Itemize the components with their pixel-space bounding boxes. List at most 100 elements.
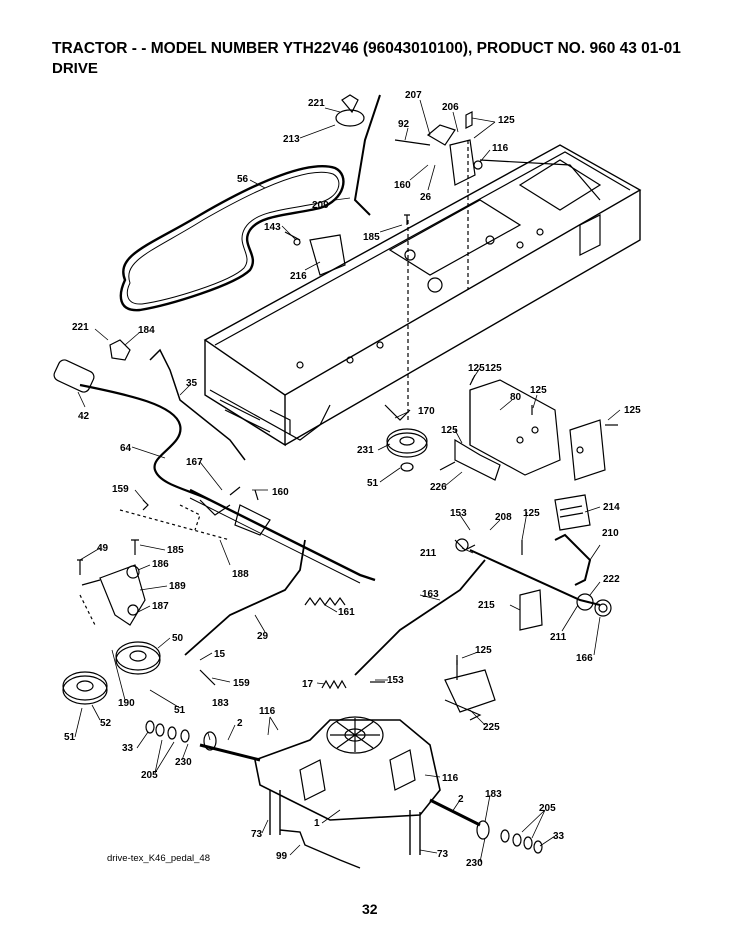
callout-161: 161 (338, 607, 355, 618)
callout-210: 210 (602, 528, 619, 539)
callout-51b: 51 (174, 705, 186, 716)
callout-125f: 125 (523, 508, 540, 519)
transaxle (199, 716, 481, 855)
callout-153: 153 (450, 508, 467, 519)
left-axle-hardware (145, 720, 217, 751)
callout-92: 92 (398, 119, 410, 130)
callout-labels: 221 213 207 206 92 125 116 56 160 26 209… (64, 90, 641, 869)
callout-33: 33 (122, 743, 134, 754)
callout-205b: 205 (539, 803, 556, 814)
callout-153b: 153 (387, 675, 404, 686)
pulley-231 (384, 404, 428, 472)
callout-225: 225 (483, 722, 500, 733)
callout-216: 216 (290, 271, 307, 282)
callout-187: 187 (152, 601, 169, 612)
callout-160b: 160 (272, 487, 289, 498)
callout-231: 231 (357, 445, 374, 456)
callout-166: 166 (576, 653, 593, 664)
callout-221b: 221 (72, 322, 89, 333)
callout-190: 190 (118, 698, 135, 709)
callout-185: 185 (363, 232, 380, 243)
callout-186: 186 (152, 559, 169, 570)
callout-52: 52 (100, 718, 112, 729)
callout-159: 159 (112, 484, 129, 495)
callout-125: 125 (498, 115, 515, 126)
callout-50: 50 (172, 633, 184, 644)
callout-230: 230 (175, 757, 192, 768)
pedal-bracket-80 (454, 379, 606, 481)
section-subtitle: DRIVE (52, 60, 98, 77)
callout-170: 170 (418, 406, 435, 417)
callout-80: 80 (510, 392, 522, 403)
callout-73b: 73 (437, 849, 449, 860)
rod-99 (279, 829, 361, 869)
hardware-fasteners (77, 214, 618, 686)
callout-64: 64 (120, 443, 132, 454)
callout-125c: 125 (530, 385, 547, 396)
callout-185b: 185 (167, 545, 184, 556)
callout-211: 211 (420, 548, 437, 559)
callout-207: 207 (405, 90, 422, 101)
callout-15: 15 (214, 649, 226, 660)
callout-188: 188 (232, 569, 249, 580)
callout-160: 160 (394, 180, 411, 191)
idler-bracket (79, 564, 146, 626)
callout-51: 51 (367, 478, 379, 489)
page-number: 32 (362, 901, 378, 917)
callout-208: 208 (495, 512, 512, 523)
callout-226: 226 (430, 482, 447, 493)
callout-125b: 125 (485, 363, 502, 374)
callout-2b: 2 (458, 794, 464, 805)
callout-215: 215 (478, 600, 495, 611)
callout-211b: 211 (550, 632, 567, 643)
cross-shaft (119, 488, 376, 584)
spring-17 (321, 679, 347, 690)
callout-213: 213 (283, 134, 300, 145)
shift-lever (335, 94, 381, 216)
callout-116b: 116 (259, 706, 276, 717)
idler-pulley-50 (115, 641, 161, 675)
callout-209: 209 (312, 200, 329, 211)
idler-pulley-52 (62, 671, 108, 705)
callout-1: 1 (314, 818, 320, 829)
callout-163: 163 (422, 589, 439, 600)
callout-125h: 125 (468, 363, 485, 374)
callout-26: 26 (420, 192, 432, 203)
callout-221: 221 (308, 98, 325, 109)
callout-125e: 125 (441, 425, 458, 436)
callout-159b: 159 (233, 678, 250, 689)
callout-222: 222 (603, 574, 620, 585)
callout-2: 2 (237, 718, 243, 729)
callout-205: 205 (141, 770, 158, 781)
callout-116: 116 (492, 143, 509, 154)
callout-143: 143 (264, 222, 281, 233)
brake-pedal-shaft (53, 339, 246, 501)
callout-183b: 183 (485, 789, 502, 800)
callout-51c: 51 (64, 732, 76, 743)
callout-125d: 125 (624, 405, 641, 416)
page-title: TRACTOR - - MODEL NUMBER YTH22V46 (96043… (52, 40, 681, 57)
callout-99: 99 (276, 851, 288, 862)
callout-29: 29 (257, 631, 269, 642)
callout-73: 73 (251, 829, 263, 840)
spring-161 (304, 596, 346, 607)
callout-116c: 116 (442, 773, 459, 784)
callout-33b: 33 (553, 831, 565, 842)
callout-56: 56 (237, 174, 249, 185)
callout-leaders (74, 99, 621, 863)
shift-bracket (394, 111, 483, 420)
tractor-frame (203, 144, 642, 447)
callout-214: 214 (603, 502, 620, 513)
callout-189: 189 (169, 581, 186, 592)
rod-29 (184, 539, 306, 656)
callout-35: 35 (186, 378, 198, 389)
callout-17: 17 (302, 679, 314, 690)
drawing-code: drive-tex_K46_pedal_48 (107, 853, 210, 864)
drive-belt (119, 165, 345, 312)
callout-206: 206 (442, 102, 459, 113)
callout-230b: 230 (466, 858, 483, 869)
callout-125g: 125 (475, 645, 492, 656)
rod-163 (354, 559, 486, 676)
callout-42: 42 (78, 411, 90, 422)
